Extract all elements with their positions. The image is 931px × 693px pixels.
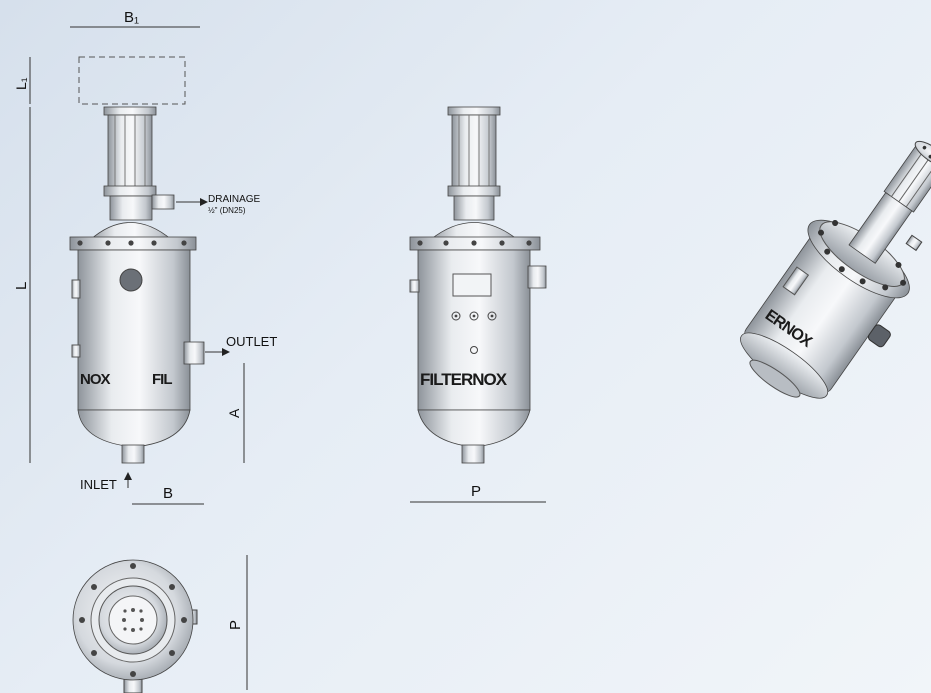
brand-side-right: FIL bbox=[152, 371, 172, 388]
dim-label-p-front: P bbox=[471, 483, 481, 500]
side-view-dimensions: B₁ L₁ L DRAINAGE ½" (DN25) OUTLET A INLE… bbox=[13, 9, 277, 505]
dim-label-l1: L₁ bbox=[13, 77, 29, 90]
front-view-dimensions: P bbox=[410, 483, 546, 503]
outlet-label: OUTLET bbox=[226, 334, 277, 349]
drainage-size-label: ½" (DN25) bbox=[208, 206, 246, 215]
front-view: FILTERNOX bbox=[409, 106, 547, 464]
inlet-label: INLET bbox=[80, 477, 117, 492]
side-view: NOX FIL bbox=[69, 56, 205, 464]
removal-clearance-box bbox=[78, 56, 186, 105]
brand-front: FILTERNOX bbox=[420, 370, 508, 389]
display-window bbox=[452, 273, 492, 297]
dim-label-l: L bbox=[13, 282, 30, 290]
drainage-label: DRAINAGE bbox=[208, 194, 261, 205]
top-view-dimensions: P bbox=[227, 555, 248, 690]
isometric-view: ERNOX bbox=[740, 140, 931, 399]
top-view bbox=[72, 559, 198, 693]
dim-label-b1: B₁ bbox=[124, 9, 139, 26]
dim-label-p-top: P bbox=[227, 620, 244, 630]
dim-label-b: B bbox=[163, 485, 173, 502]
brand-side-left: NOX bbox=[80, 371, 111, 388]
dim-label-a: A bbox=[226, 408, 242, 418]
